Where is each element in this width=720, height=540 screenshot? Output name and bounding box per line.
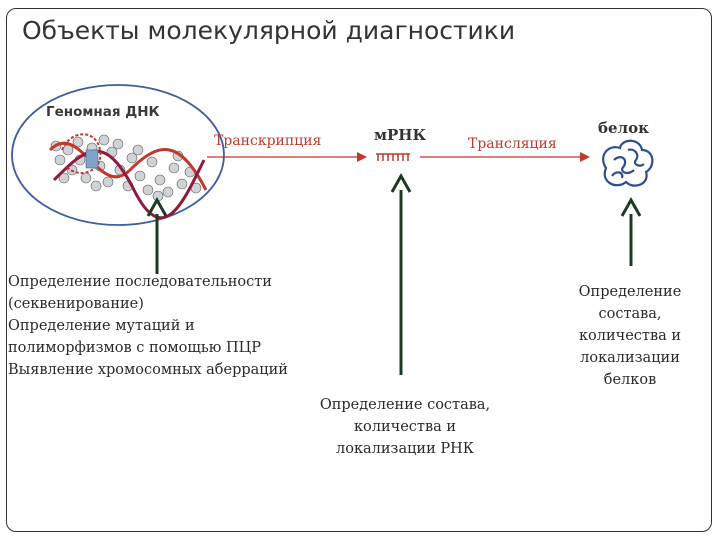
dna-helix-icon bbox=[48, 133, 208, 220]
transcription-label: Транскрипция bbox=[214, 133, 322, 149]
rna-method-arrow bbox=[390, 172, 412, 375]
translation-label: Трансляция bbox=[468, 136, 557, 152]
protein-method-line: белков bbox=[603, 372, 657, 388]
protein-method-line: состава, bbox=[598, 306, 662, 322]
mrna-strand-icon bbox=[376, 153, 410, 161]
rna-method-line: количества и bbox=[353, 419, 457, 435]
protein-label: белок bbox=[598, 119, 649, 137]
rna-method-line: локализации РНК bbox=[336, 441, 474, 457]
rna-methods-text: Определение состава, количества и локали… bbox=[300, 394, 510, 460]
protein-method-arrow bbox=[620, 196, 642, 266]
dna-method-line: полиморфизмов с помощью ПЦР bbox=[8, 340, 262, 356]
dna-method-line: Определение последовательности bbox=[8, 274, 272, 290]
dna-method-line: Определение мутаций и bbox=[8, 318, 195, 334]
slide-title: Объекты молекулярной диагностики bbox=[22, 16, 516, 45]
protein-method-line: Определение bbox=[578, 284, 682, 300]
protein-method-line: количества и bbox=[578, 328, 682, 344]
protein-methods-text: Определение состава, количества и локали… bbox=[560, 281, 700, 391]
rna-method-line: Определение состава, bbox=[319, 397, 491, 413]
genome-dna-label: Геномная ДНК bbox=[46, 104, 160, 120]
dna-methods-text: Определение последовательности (секвенир… bbox=[8, 271, 288, 381]
dna-method-arrow bbox=[146, 196, 168, 274]
protein-blob-icon bbox=[602, 139, 654, 187]
protein-method-line: локализации bbox=[580, 350, 680, 366]
dna-method-line: Выявление хромосомных аберраций bbox=[8, 362, 288, 378]
mrna-label: мРНК bbox=[374, 126, 427, 144]
slide-frame bbox=[6, 8, 712, 532]
dna-method-line: (секвенирование) bbox=[8, 296, 144, 312]
genome-ellipse bbox=[11, 84, 225, 226]
